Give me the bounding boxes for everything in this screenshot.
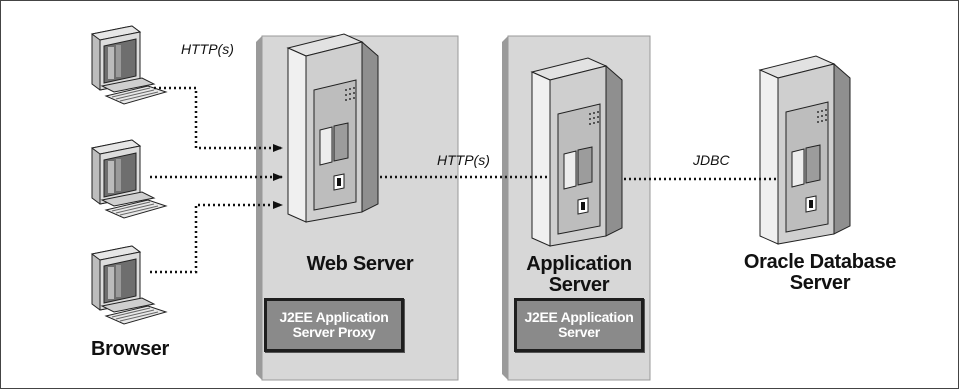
web-server-icon [287, 33, 379, 223]
browser-connection-arrow [154, 86, 283, 152]
j2ee-app-server-line2: Server [558, 324, 600, 340]
application-server-label-line2: Server [548, 274, 610, 296]
database-server-label-line1: Oracle Database [743, 251, 897, 273]
protocol-label-browser: HTTP(s) [181, 41, 234, 57]
browser-connection-arrow [150, 201, 283, 274]
application-server-label: Application Server [508, 254, 650, 296]
database-server-label: Oracle Database Server [722, 252, 918, 294]
j2ee-proxy-box: J2EE Application Server Proxy [264, 298, 404, 352]
protocol-label-app-db: JDBC [693, 152, 730, 168]
protocol-label-web-app: HTTP(s) [437, 152, 490, 168]
application-server-icon [531, 57, 623, 247]
j2ee-app-server-line1: J2EE Application [524, 309, 634, 325]
application-server-label-line1: Application [526, 253, 632, 275]
database-server-label-line2: Server [789, 272, 851, 294]
database-server-icon [759, 55, 851, 245]
web-server-label: Web Server [306, 253, 414, 275]
j2ee-proxy-line2: Server Proxy [292, 324, 376, 340]
browser-label: Browser [91, 338, 169, 360]
j2ee-app-server-box: J2EE Application Server [514, 298, 644, 352]
j2ee-proxy-line1: J2EE Application [279, 309, 389, 325]
